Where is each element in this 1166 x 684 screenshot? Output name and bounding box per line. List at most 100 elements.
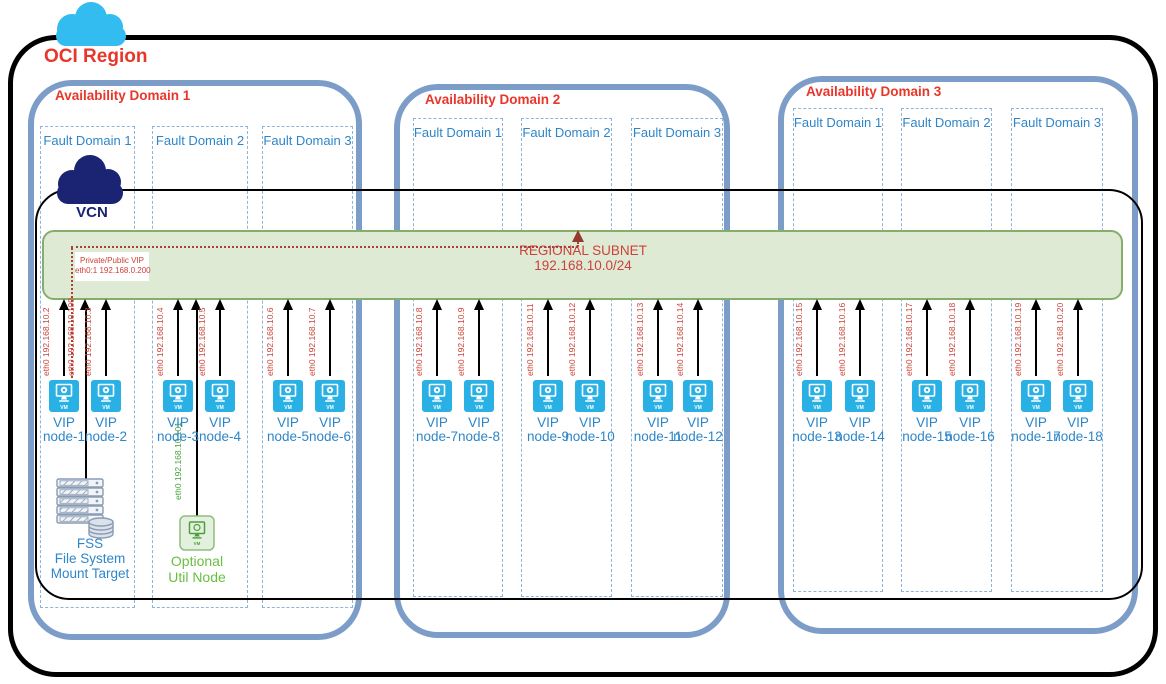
uplink-arrowhead (215, 299, 225, 310)
vcn-boundary (35, 189, 1143, 600)
eth-ip-label: eth0 192.168.10.17 (904, 302, 914, 376)
eth-ip-label: eth0 192.168.10.8 (414, 307, 424, 376)
util-vm-icon: VM (179, 515, 215, 551)
vm-icon: VM (955, 380, 985, 412)
svg-text:VM: VM (102, 405, 110, 411)
uplink-line (589, 309, 591, 376)
svg-text:VM: VM (216, 405, 224, 411)
uplink-line (287, 309, 289, 376)
vm-icon: VM (273, 380, 303, 412)
uplink-line (478, 309, 480, 376)
node-name-label: node-5 (266, 429, 310, 444)
vm-icon: VM (464, 380, 494, 412)
util-node-label-line1: Optional (170, 553, 224, 569)
vm-icon: VM (422, 380, 452, 412)
svg-text:VM: VM (923, 405, 931, 411)
svg-text:VM: VM (813, 405, 821, 411)
uplink-line (177, 309, 179, 376)
vip-label: VIP (426, 415, 448, 430)
eth-ip-label: eth0 192.168.10.11 (525, 303, 535, 376)
uplink-line (219, 309, 221, 376)
uplink-arrowhead (325, 299, 335, 310)
node-name-label: node-15 (902, 429, 952, 444)
vip-label: VIP (167, 415, 189, 430)
ad3-fault-domain-3-box (1011, 108, 1103, 592)
vip-label: VIP (687, 415, 709, 430)
vm-icon: VM (912, 380, 942, 412)
node-name-label: node-4 (198, 429, 242, 444)
uplink-arrowhead (653, 299, 663, 310)
ad3-fault-domain-2-box (901, 108, 992, 592)
vcn-label: VCN (76, 204, 108, 221)
vm-icon: VM (845, 380, 875, 412)
svg-text:VM: VM (856, 405, 864, 411)
eth-ip-label: eth0 192.168.10.18 (947, 302, 957, 376)
uplink-arrowhead (1073, 299, 1083, 310)
svg-text:VM: VM (586, 405, 594, 411)
region-cloud-icon (56, 2, 126, 46)
ad1-fault-domain-2-label: Fault Domain 2 (155, 133, 245, 148)
ad1-fault-domain-3-box (262, 126, 353, 608)
ad3-fault-domain-3-label: Fault Domain 3 (1012, 115, 1102, 130)
uplink-line (657, 309, 659, 376)
node-name-label: node-1 (42, 429, 86, 444)
node-name-label: node-2 (84, 429, 128, 444)
eth-ip-label: eth0 192.168.10.12 (567, 302, 577, 376)
uplink-line (547, 309, 549, 376)
vip-dotted-line-vertical (71, 248, 73, 378)
uplink-arrowhead (474, 299, 484, 310)
availability-domain-2-boundary (394, 84, 730, 638)
vm-icon: VM (91, 380, 121, 412)
eth-ip-label: eth0 192.168.10.3 (83, 307, 93, 376)
eth-ip-label: eth0 192.168.10.4 (155, 307, 165, 376)
vcn-cloud-icon (57, 155, 123, 204)
ad2-fault-domain-3-label: Fault Domain 3 (632, 125, 722, 140)
uplink-arrowhead (1031, 299, 1041, 310)
eth-ip-label: eth0 192.168.10.6 (265, 307, 275, 376)
node-name-label: node-7 (415, 429, 459, 444)
uplink-line (697, 309, 699, 376)
vm-icon: VM (802, 380, 832, 412)
svg-text:VM: VM (433, 405, 441, 411)
svg-text:VM: VM (1032, 405, 1040, 411)
uplink-arrowhead (173, 299, 183, 310)
node-name-label: node-14 (835, 429, 885, 444)
ad3-fault-domain-2-label: Fault Domain 2 (902, 115, 991, 130)
fss-label-line1: FSS (76, 536, 104, 551)
svg-text:VM: VM (60, 405, 68, 411)
uplink-line (926, 309, 928, 376)
vm-icon: VM (533, 380, 563, 412)
eth-ip-label: eth0 192.168.10.2 (41, 307, 51, 376)
vm-icon: VM (49, 380, 79, 412)
vip-dotted-line-stub (577, 242, 579, 247)
uplink-line (63, 309, 65, 376)
vip-label: VIP (849, 415, 871, 430)
util-uplink-line (196, 309, 198, 518)
vip-label: VIP (537, 415, 559, 430)
uplink-line (1077, 309, 1079, 376)
uplink-arrowhead (59, 299, 69, 310)
vip-dotted-line-horizontal (71, 246, 578, 248)
eth-ip-label: eth0 192.168.10.20 (1055, 302, 1065, 376)
svg-text:VM: VM (284, 405, 292, 411)
vip-label: VIP (916, 415, 938, 430)
uplink-arrowhead (585, 299, 595, 310)
svg-text:VM: VM (174, 405, 182, 411)
vip-label: VIP (468, 415, 490, 430)
node-name-label: node-9 (526, 429, 570, 444)
fss-storage-icon (56, 478, 114, 539)
region-title: OCI Region (44, 46, 148, 67)
